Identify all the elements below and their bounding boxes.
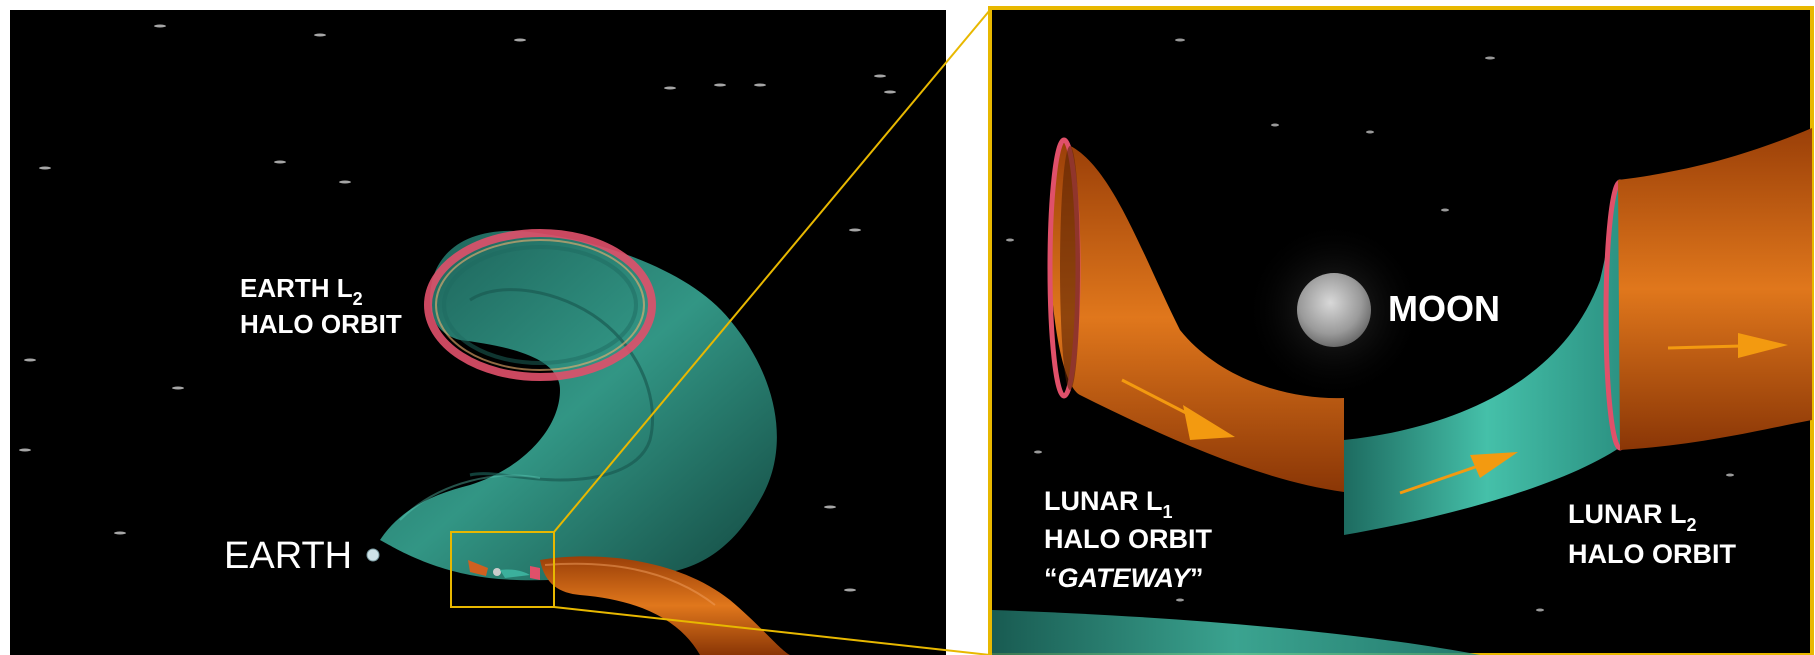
left-panel: EARTH L2 HALO ORBIT EARTH	[10, 10, 946, 655]
earth-l2-label: EARTH L2 HALO ORBIT	[240, 273, 402, 339]
left-starfield	[19, 24, 896, 592]
earth-label: EARTH	[224, 535, 352, 577]
lunar-l1-label: LUNAR L1 HALO ORBIT “GATEWAY”	[1044, 486, 1212, 593]
callout-connector-lines	[553, 9, 991, 655]
callout-box	[450, 531, 555, 608]
flow-arrows	[1121, 333, 1788, 495]
lunar-l1-label-line3: “GATEWAY”	[1044, 563, 1204, 593]
lunar-l1-label-sub: 1	[1162, 502, 1172, 522]
earth-l2-manifold-tube	[380, 230, 777, 581]
lunar-l2-orange-tube	[1618, 128, 1812, 450]
gateway-open-quote: “	[1044, 563, 1058, 593]
teal-tube-bottom-strip	[992, 610, 1480, 655]
svg-text:LUNAR L1: LUNAR L1	[1044, 486, 1173, 522]
moon	[1297, 273, 1371, 347]
gateway-name: GATEWAY	[1058, 563, 1193, 593]
right-panel: MOON LUNAR L1 HALO ORBIT “GATEWAY” LUNAR…	[988, 6, 1814, 655]
lunar-l1-orange-tube	[1047, 137, 1344, 492]
lunar-l2-label-main: LUNAR L	[1568, 499, 1686, 529]
earth-dot	[366, 548, 380, 562]
earth-l2-halo-ring	[424, 229, 656, 381]
moon-label: MOON	[1388, 288, 1500, 329]
gateway-close-quote: ”	[1190, 563, 1204, 593]
lunar-l1-label-line2: HALO ORBIT	[1044, 524, 1212, 554]
gateway-detail-miniature	[468, 560, 540, 580]
lunar-l2-label-line2: HALO ORBIT	[1568, 539, 1736, 569]
earth-l2-label-sub: 2	[353, 289, 363, 309]
earth-l2-label-line2: HALO ORBIT	[240, 309, 402, 339]
lunar-orange-tube-left	[540, 556, 790, 655]
lunar-l2-label-sub: 2	[1686, 515, 1696, 535]
lunar-l2-label: LUNAR L2 HALO ORBIT	[1568, 499, 1736, 569]
lunar-l1-label-main: LUNAR L	[1044, 486, 1162, 516]
earth-l2-label-main: EARTH L	[240, 273, 353, 303]
svg-text:LUNAR L2: LUNAR L2	[1568, 499, 1697, 535]
svg-text:EARTH L2: EARTH L2	[240, 273, 363, 309]
